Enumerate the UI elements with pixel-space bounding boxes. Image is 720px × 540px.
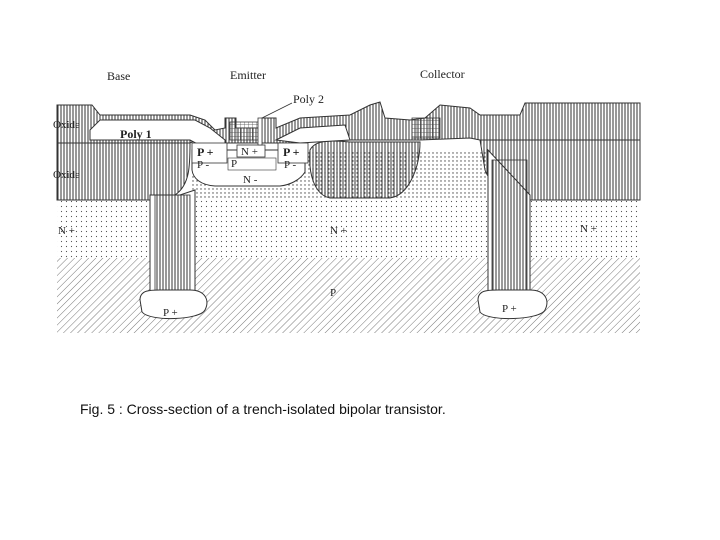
label-p-minus-2: P - (284, 159, 296, 171)
p-plus-right-region (277, 142, 309, 164)
label-oxide-mid: Oxide (53, 169, 80, 181)
label-p-substrate: P (330, 287, 336, 299)
label-p-plus-trench-right: P + (502, 303, 517, 315)
label-base: Base (107, 69, 130, 83)
label-p-minus-1: P - (197, 159, 209, 171)
label-n-plus-right: N + (580, 223, 597, 235)
label-emitter: Emitter (230, 68, 266, 82)
trench-right-p-plus-stop (477, 289, 548, 320)
trench-left-fill (154, 194, 191, 301)
metal-emitter-contact (229, 121, 259, 141)
label-n-plus-center: N + (330, 225, 347, 237)
label-p-plus-1: P + (197, 145, 214, 159)
label-oxide-top: Oxide (53, 119, 80, 131)
p-plus-left-region (191, 142, 228, 164)
trench-left-p-plus-stop (139, 289, 208, 320)
label-n-minus: N - (243, 174, 258, 186)
trench-right-fill (491, 159, 528, 299)
label-collector: Collector (420, 67, 465, 81)
metal-collector-contact (411, 117, 441, 139)
label-poly2: Poly 2 (293, 92, 324, 106)
label-n-plus-left: N + (58, 225, 75, 237)
n-plus-buried-layer (57, 200, 640, 258)
label-p-plus-2: P + (283, 145, 300, 159)
poly1-right-segment (274, 124, 351, 144)
p-base-region (227, 157, 277, 171)
label-p-base: P (231, 158, 237, 170)
label-n-plus-emitter: N + (241, 146, 258, 158)
label-p-plus-trench-left: P + (163, 307, 178, 319)
oxide-center-block (309, 140, 421, 199)
poly2-leader-line (261, 102, 293, 119)
poly2-emitter-post (257, 117, 263, 146)
emitter-n-plus-region (236, 144, 266, 158)
figure-caption: Fig. 5 : Cross-section of a trench-isola… (80, 401, 446, 417)
label-poly1: Poly 1 (120, 127, 152, 141)
